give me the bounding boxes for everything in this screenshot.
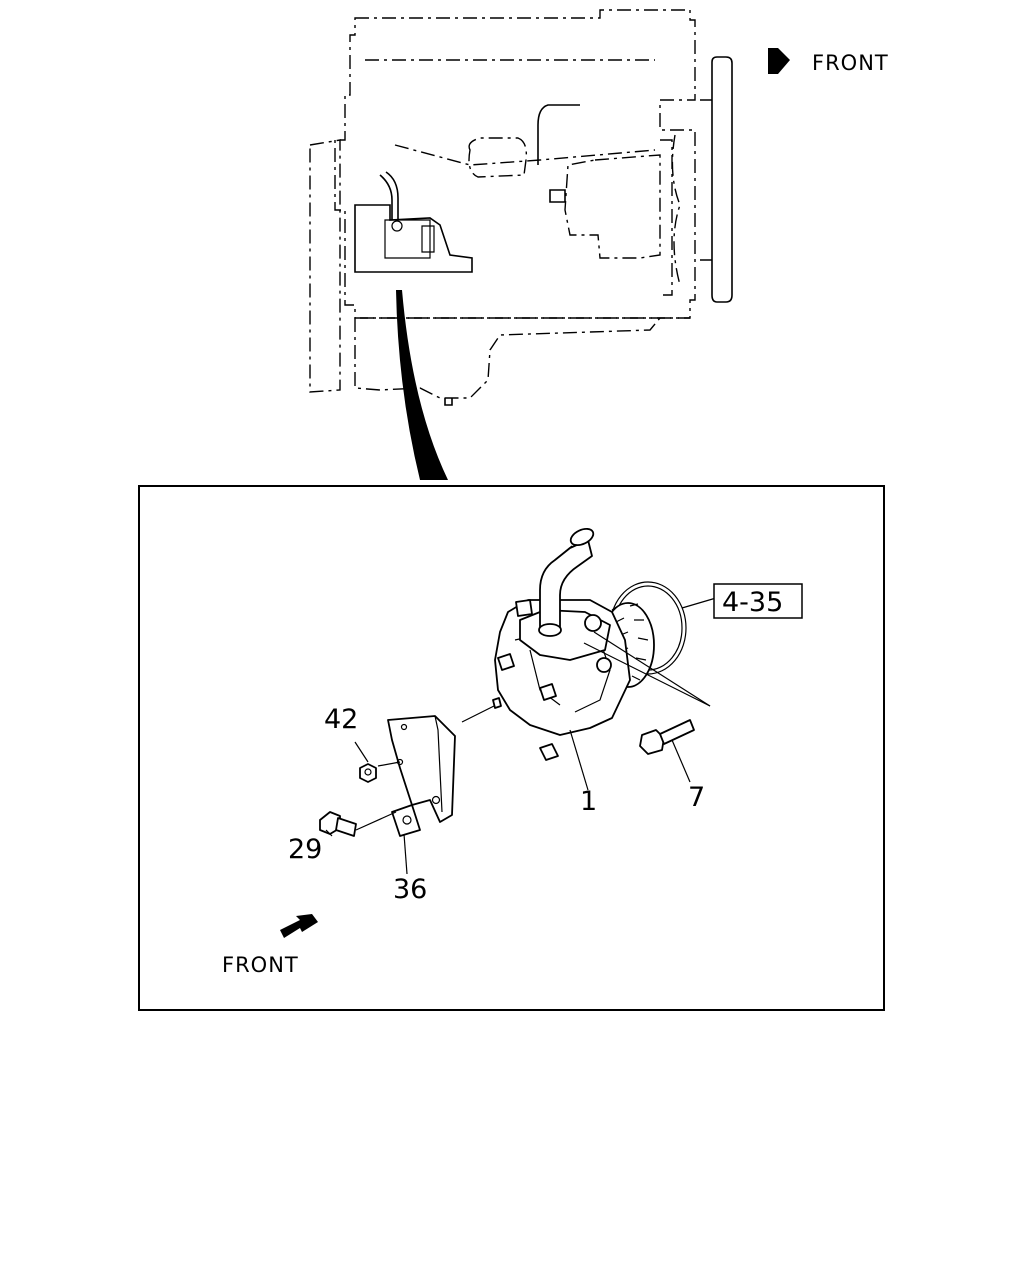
bolt-7 [639,719,695,755]
front-arrow-icon [768,48,790,74]
overview-front-indicator: FRONT [768,48,889,75]
front-arrow-icon [280,914,318,938]
detail-frame [138,485,885,1011]
clip-36 [391,804,421,837]
leader-lines [325,597,717,875]
vacuum-pump-assembly [492,527,687,761]
pump-bolts [492,653,559,761]
engine-overview [309,9,733,480]
outlet-hose [538,527,595,637]
nut-42 [359,763,377,783]
detail-front-indicator: FRONT [222,914,318,977]
detail-front-label: FRONT [222,953,299,977]
reference-box [713,583,803,619]
callout-29: 29 [288,834,322,865]
reference-label[interactable]: 4-35 [722,587,783,618]
callout-1: 1 [580,786,597,817]
bolt-29 [319,811,357,837]
callout-42: 42 [324,704,358,735]
callout-36: 36 [393,874,427,905]
overview-front-label: FRONT [812,51,889,75]
mounting-bracket [387,715,456,823]
callouts: 42 29 36 1 7 4-35 [288,583,803,905]
callout-7: 7 [688,782,705,813]
